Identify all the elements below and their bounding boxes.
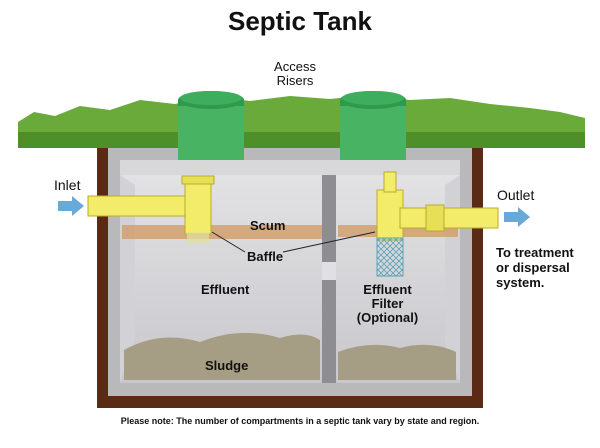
inlet-arrow <box>58 196 84 216</box>
baffle-pointer-left <box>211 231 246 253</box>
sludge-left <box>124 332 320 380</box>
partition-opening <box>322 262 336 280</box>
access-riser-left <box>178 91 244 160</box>
label-access-risers: Access Risers <box>274 59 316 88</box>
effluent-filter <box>376 237 404 277</box>
filter-handle <box>383 171 397 193</box>
label-outlet: Outlet <box>497 187 535 203</box>
baffle-pointer-right <box>282 231 376 253</box>
label-inlet: Inlet <box>54 177 81 193</box>
outlet-pipe <box>399 207 499 229</box>
label-effluent: Effluent <box>201 282 250 297</box>
label-effluent-filter: Effluent Filter (Optional) <box>356 282 419 325</box>
inlet-tee-cap <box>181 175 215 185</box>
sludge-right <box>338 344 456 380</box>
grass-shade <box>18 132 585 148</box>
diagram-title: Septic Tank <box>227 6 372 36</box>
tank-lid-slab <box>120 160 460 175</box>
inlet-baffle-cutoff <box>187 232 209 244</box>
outlet-coupler <box>425 204 445 232</box>
outlet-arrow <box>504 207 530 227</box>
scum-layer-left <box>122 225 322 239</box>
label-sludge: Sludge <box>205 358 249 373</box>
label-baffle: Baffle <box>247 249 284 264</box>
outlet-tee <box>376 189 404 241</box>
label-scum: Scum <box>250 218 286 233</box>
inlet-pipe <box>87 195 191 217</box>
label-destination: To treatment or dispersal system. <box>496 245 574 290</box>
access-riser-right <box>340 91 406 160</box>
inlet-tee <box>184 177 212 235</box>
footnote: Please note: The number of compartments … <box>120 416 480 426</box>
